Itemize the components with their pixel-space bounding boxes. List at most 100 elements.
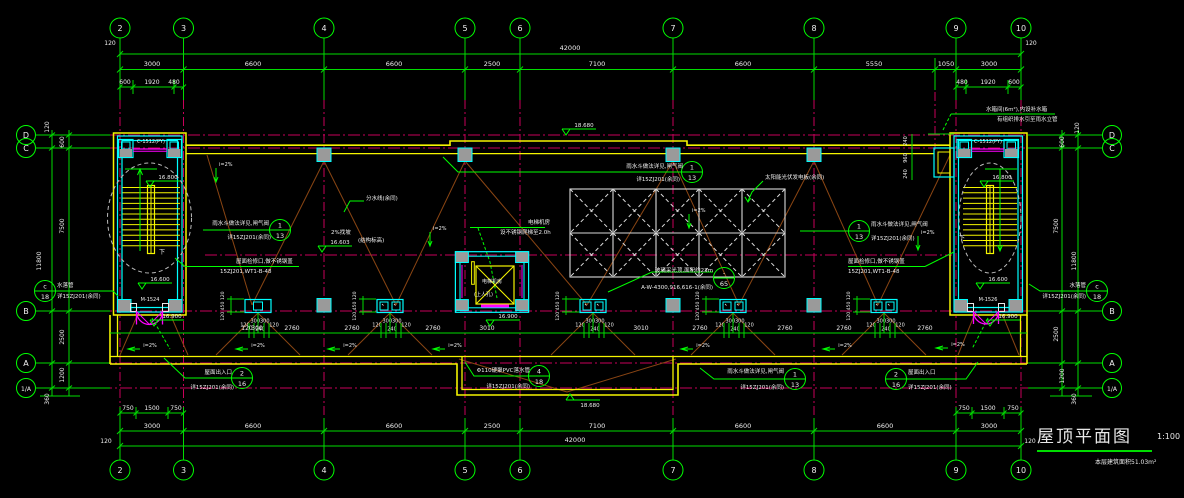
drain-dim-text: 300300 [876, 319, 895, 325]
slope-arrowhead [686, 222, 692, 230]
roof-valley-line [215, 312, 259, 356]
stairwell-wall-inner [957, 139, 1019, 309]
annotation-text: 电梯机房 [482, 278, 502, 285]
roof-door-slope-line [957, 315, 975, 356]
callout-text: 玻璃采光顶,面积约23m [655, 266, 713, 274]
stairwell-outline-yellow [112, 132, 187, 316]
drain-opening [379, 301, 389, 311]
drain-dim-text: 300300 [585, 319, 604, 325]
roof-door-slope-line [170, 315, 189, 356]
stair-column [168, 299, 183, 313]
level-mark-text: 16.600 [150, 277, 170, 283]
annotation-text: 下 [159, 249, 165, 256]
drain-box [244, 298, 272, 314]
axis-bubble-top-label: 9 [953, 24, 958, 33]
door-jamb [967, 303, 974, 312]
callout-top-label: 2 [240, 370, 244, 378]
door-leaf-diag [985, 311, 999, 325]
drain-mark [887, 303, 890, 306]
drain-opening [253, 301, 263, 311]
level-mark-triangle [317, 245, 327, 253]
title-underline [1037, 450, 1152, 452]
dim-text: 3010 [633, 325, 648, 332]
door-jamb [998, 303, 1005, 312]
annotation-text: 屋面检修口,做不锈钢盖 [848, 257, 905, 265]
drain-mark [393, 303, 396, 306]
stairwell-outline-yellow [949, 132, 1028, 316]
dim-tick [65, 132, 73, 138]
shaft-ladder-bar [471, 261, 475, 285]
dim-text: 6600 [245, 422, 262, 430]
stairwell-wall-outer [953, 135, 1024, 313]
callout-text: 雨水斗做法详见,闸气阀 [212, 219, 269, 227]
dim-tick [116, 50, 124, 58]
parapet-bottom-outer [110, 363, 1027, 396]
solar-cell-x [612, 232, 657, 278]
dim-tick [516, 427, 524, 435]
dim-text: 2500 [484, 422, 501, 430]
drain-dim-text: 120 [866, 323, 876, 329]
dim-text: 120 [241, 325, 253, 332]
dim-tick [1074, 145, 1082, 151]
callout-text: 详15ZJ201(余同) [636, 175, 680, 183]
annotation-text: 屋面检修口,做不锈钢盖 [236, 257, 293, 265]
dim-text: 3010 [479, 325, 494, 332]
axis-bubble-right-label: 1/A [1107, 386, 1118, 393]
roof-door-slope-line [1002, 315, 1020, 356]
stair-ellipse [958, 162, 1022, 274]
roof-valley-line [592, 312, 636, 356]
dim-text: 2760 [777, 325, 792, 332]
dim-tick [1074, 308, 1082, 314]
shaft-hatch-diag [475, 265, 515, 305]
drain-box [870, 298, 898, 314]
roof-ridge-line [813, 160, 879, 306]
note-leader [343, 200, 364, 213]
dim-text: 750 [1007, 405, 1019, 412]
solar-cell-x [569, 232, 614, 278]
dim-text: 7100 [589, 60, 606, 68]
level-mark-triangle [485, 319, 495, 327]
dim-tick [669, 427, 677, 435]
dim-text: 1500 [980, 405, 995, 412]
drain-dim-text: 240 [590, 327, 600, 333]
callout-bottom-label: 65 [720, 280, 728, 288]
shaft-hatch-box [475, 265, 515, 305]
solar-cell-x [698, 232, 743, 278]
dim-text: 300 [251, 325, 263, 332]
dim-text-rotated: 240 [903, 169, 909, 179]
dim-tick [952, 427, 960, 435]
slope-label: i=2% [433, 226, 447, 232]
drain-mark [596, 303, 599, 306]
annotation-text: 分水线(余同) [366, 194, 398, 202]
drain-dim-text: 120 [744, 323, 754, 329]
level-mark-triangle [979, 180, 989, 188]
dim-text: 120 [1024, 438, 1036, 445]
level-mark-text: 16.603 [330, 240, 350, 246]
drain-mark [381, 303, 384, 306]
dim-text-rotated: 2500 [59, 329, 66, 344]
dim-tick [65, 145, 73, 151]
dim-tick [116, 442, 124, 450]
door-leaf-diag [973, 311, 987, 325]
drain-dim-text: 120 [240, 323, 250, 329]
callout-top-label: 1 [793, 371, 797, 379]
dim-text: 120 [104, 40, 116, 47]
dim-text: 2760 [917, 325, 932, 332]
dim-tick [116, 66, 124, 73]
slope-label: i=2% [838, 343, 852, 349]
leader-arrowhead [744, 196, 752, 203]
window-column-gray [168, 149, 181, 157]
callout-text: 雨水斗做法详见,闸气阀 [626, 162, 683, 170]
dim-text: 2760 [692, 325, 707, 332]
dim-text: 3000 [981, 422, 998, 430]
shaft-column [454, 299, 469, 311]
dim-tick [461, 427, 469, 435]
annotation-text: C-1512(PY) [974, 139, 1002, 145]
dim-text: 3000 [144, 60, 161, 68]
dim-text: 480 [956, 79, 968, 86]
annotation-text: 水箱间(6m²),内设补水箱 [986, 105, 1048, 113]
roof-door-slope-line [119, 315, 138, 356]
drain-opening [873, 301, 883, 311]
callout-top-label: - [723, 270, 726, 278]
